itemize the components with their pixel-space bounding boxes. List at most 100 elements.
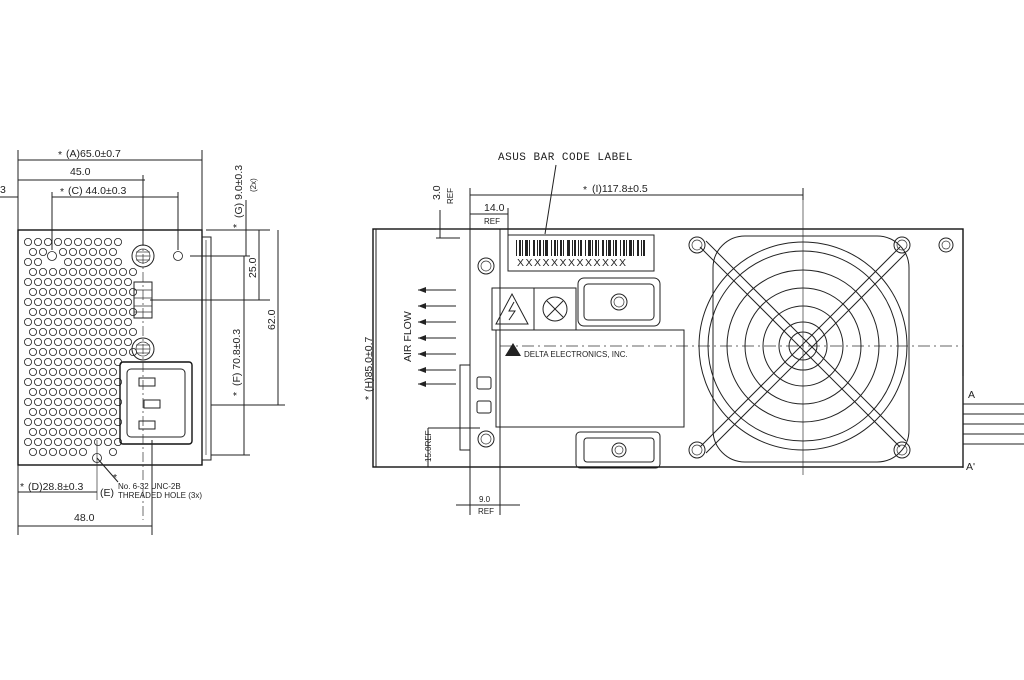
vent-hole xyxy=(23,337,32,346)
vent-hole xyxy=(74,397,83,406)
vent-hole xyxy=(54,337,63,346)
star-marker: * xyxy=(583,184,587,196)
vent-hole xyxy=(94,357,103,366)
vent-hole xyxy=(109,287,118,296)
dim-48-label: 48.0 xyxy=(74,512,95,524)
vent-hole xyxy=(74,417,83,426)
dim-9-label: 9.0 xyxy=(479,495,491,504)
vent-hole xyxy=(79,287,88,296)
vent-hole xyxy=(74,257,83,266)
vent-hole xyxy=(104,237,113,246)
vent-hole xyxy=(99,307,108,316)
vent-hole xyxy=(94,437,103,446)
vent-hole xyxy=(109,427,118,436)
vent-hole xyxy=(84,357,93,366)
vent-hole xyxy=(119,307,128,316)
dim-d-label: (D)28.8±0.3 xyxy=(28,481,84,493)
vent-hole xyxy=(59,387,68,396)
barcode-bar xyxy=(574,240,576,256)
dim-i-label: (I)117.8±0.5 xyxy=(592,183,648,195)
dim-45-label: 45.0 xyxy=(70,166,91,178)
vent-hole xyxy=(124,297,133,306)
vent-hole xyxy=(54,377,63,386)
vent-hole xyxy=(39,347,48,356)
fan-screw xyxy=(893,236,911,254)
dim-a-label: (A)65.0±0.7 xyxy=(66,148,121,160)
vent-hole xyxy=(23,297,32,306)
vent-hole xyxy=(99,387,108,396)
vent-hole xyxy=(99,247,108,256)
barcode xyxy=(516,240,645,256)
vent-hole xyxy=(54,397,63,406)
vent-hole xyxy=(109,267,118,276)
barcode-bar xyxy=(585,240,586,256)
barcode-bar xyxy=(529,240,530,256)
vent-hole xyxy=(84,277,93,286)
vent-hole xyxy=(44,237,53,246)
vent-hole xyxy=(49,347,58,356)
dim-62-label: 62.0 xyxy=(266,309,278,330)
vent-hole xyxy=(94,337,103,346)
barcode-bar xyxy=(516,240,517,256)
dim-9-ref: REF xyxy=(478,507,494,516)
vent-hole xyxy=(49,407,58,416)
vent-hole xyxy=(49,387,58,396)
vent-hole xyxy=(74,297,83,306)
vent-hole xyxy=(23,377,32,386)
vent-hole xyxy=(69,407,78,416)
vent-hole xyxy=(59,407,68,416)
vent-hole xyxy=(128,287,137,296)
vent-hole xyxy=(34,377,43,386)
vent-hole xyxy=(59,287,68,296)
vent-hole xyxy=(89,407,98,416)
vent-hole xyxy=(104,357,113,366)
vent-hole xyxy=(84,397,93,406)
barcode-bar xyxy=(633,240,634,256)
star-marker: * xyxy=(231,224,243,228)
vent-hole xyxy=(79,327,88,336)
mount-hole xyxy=(47,251,57,261)
vent-hole xyxy=(49,327,58,336)
barcode-bar xyxy=(557,240,558,256)
barcode-bar xyxy=(567,240,570,256)
dim-g-label: (G) 9.0±0.3 xyxy=(233,165,245,218)
barcode-bar xyxy=(537,240,538,256)
vent-hole xyxy=(74,357,83,366)
vent-hole xyxy=(64,257,73,266)
vent-hole xyxy=(104,377,113,386)
vent-hole xyxy=(114,277,123,286)
corner-screw xyxy=(938,237,954,253)
vent-hole xyxy=(39,327,48,336)
vent-hole xyxy=(39,367,48,376)
vent-hole xyxy=(69,387,78,396)
barcode-bar xyxy=(539,240,541,256)
mount-hole xyxy=(173,251,183,261)
vent-hole xyxy=(34,257,43,266)
section-a-label: A xyxy=(968,389,975,401)
vent-hole xyxy=(44,297,53,306)
vent-hole xyxy=(23,237,32,246)
dim-h-label: (H)85.0±0.7 xyxy=(363,336,375,392)
vent-hole xyxy=(74,237,83,246)
barcode-bar xyxy=(606,240,607,256)
barcode-bar xyxy=(543,240,544,256)
vent-hole xyxy=(64,417,73,426)
barcode-bar xyxy=(615,240,617,256)
barcode-bar xyxy=(525,240,528,256)
vent-hole xyxy=(74,337,83,346)
vent-hole xyxy=(84,437,93,446)
vent-hole xyxy=(28,387,37,396)
vent-hole xyxy=(59,347,68,356)
barcode-title: ASUS BAR CODE LABEL xyxy=(498,152,633,164)
vent-hole xyxy=(54,297,63,306)
vent-hole xyxy=(39,247,48,256)
vent-hole xyxy=(39,287,48,296)
vent-hole xyxy=(69,367,78,376)
vent-hole xyxy=(44,377,53,386)
vent-plate xyxy=(575,431,661,469)
vent-hole xyxy=(34,277,43,286)
vent-hole xyxy=(128,267,137,276)
vent-hole xyxy=(119,267,128,276)
vent-hole xyxy=(34,417,43,426)
